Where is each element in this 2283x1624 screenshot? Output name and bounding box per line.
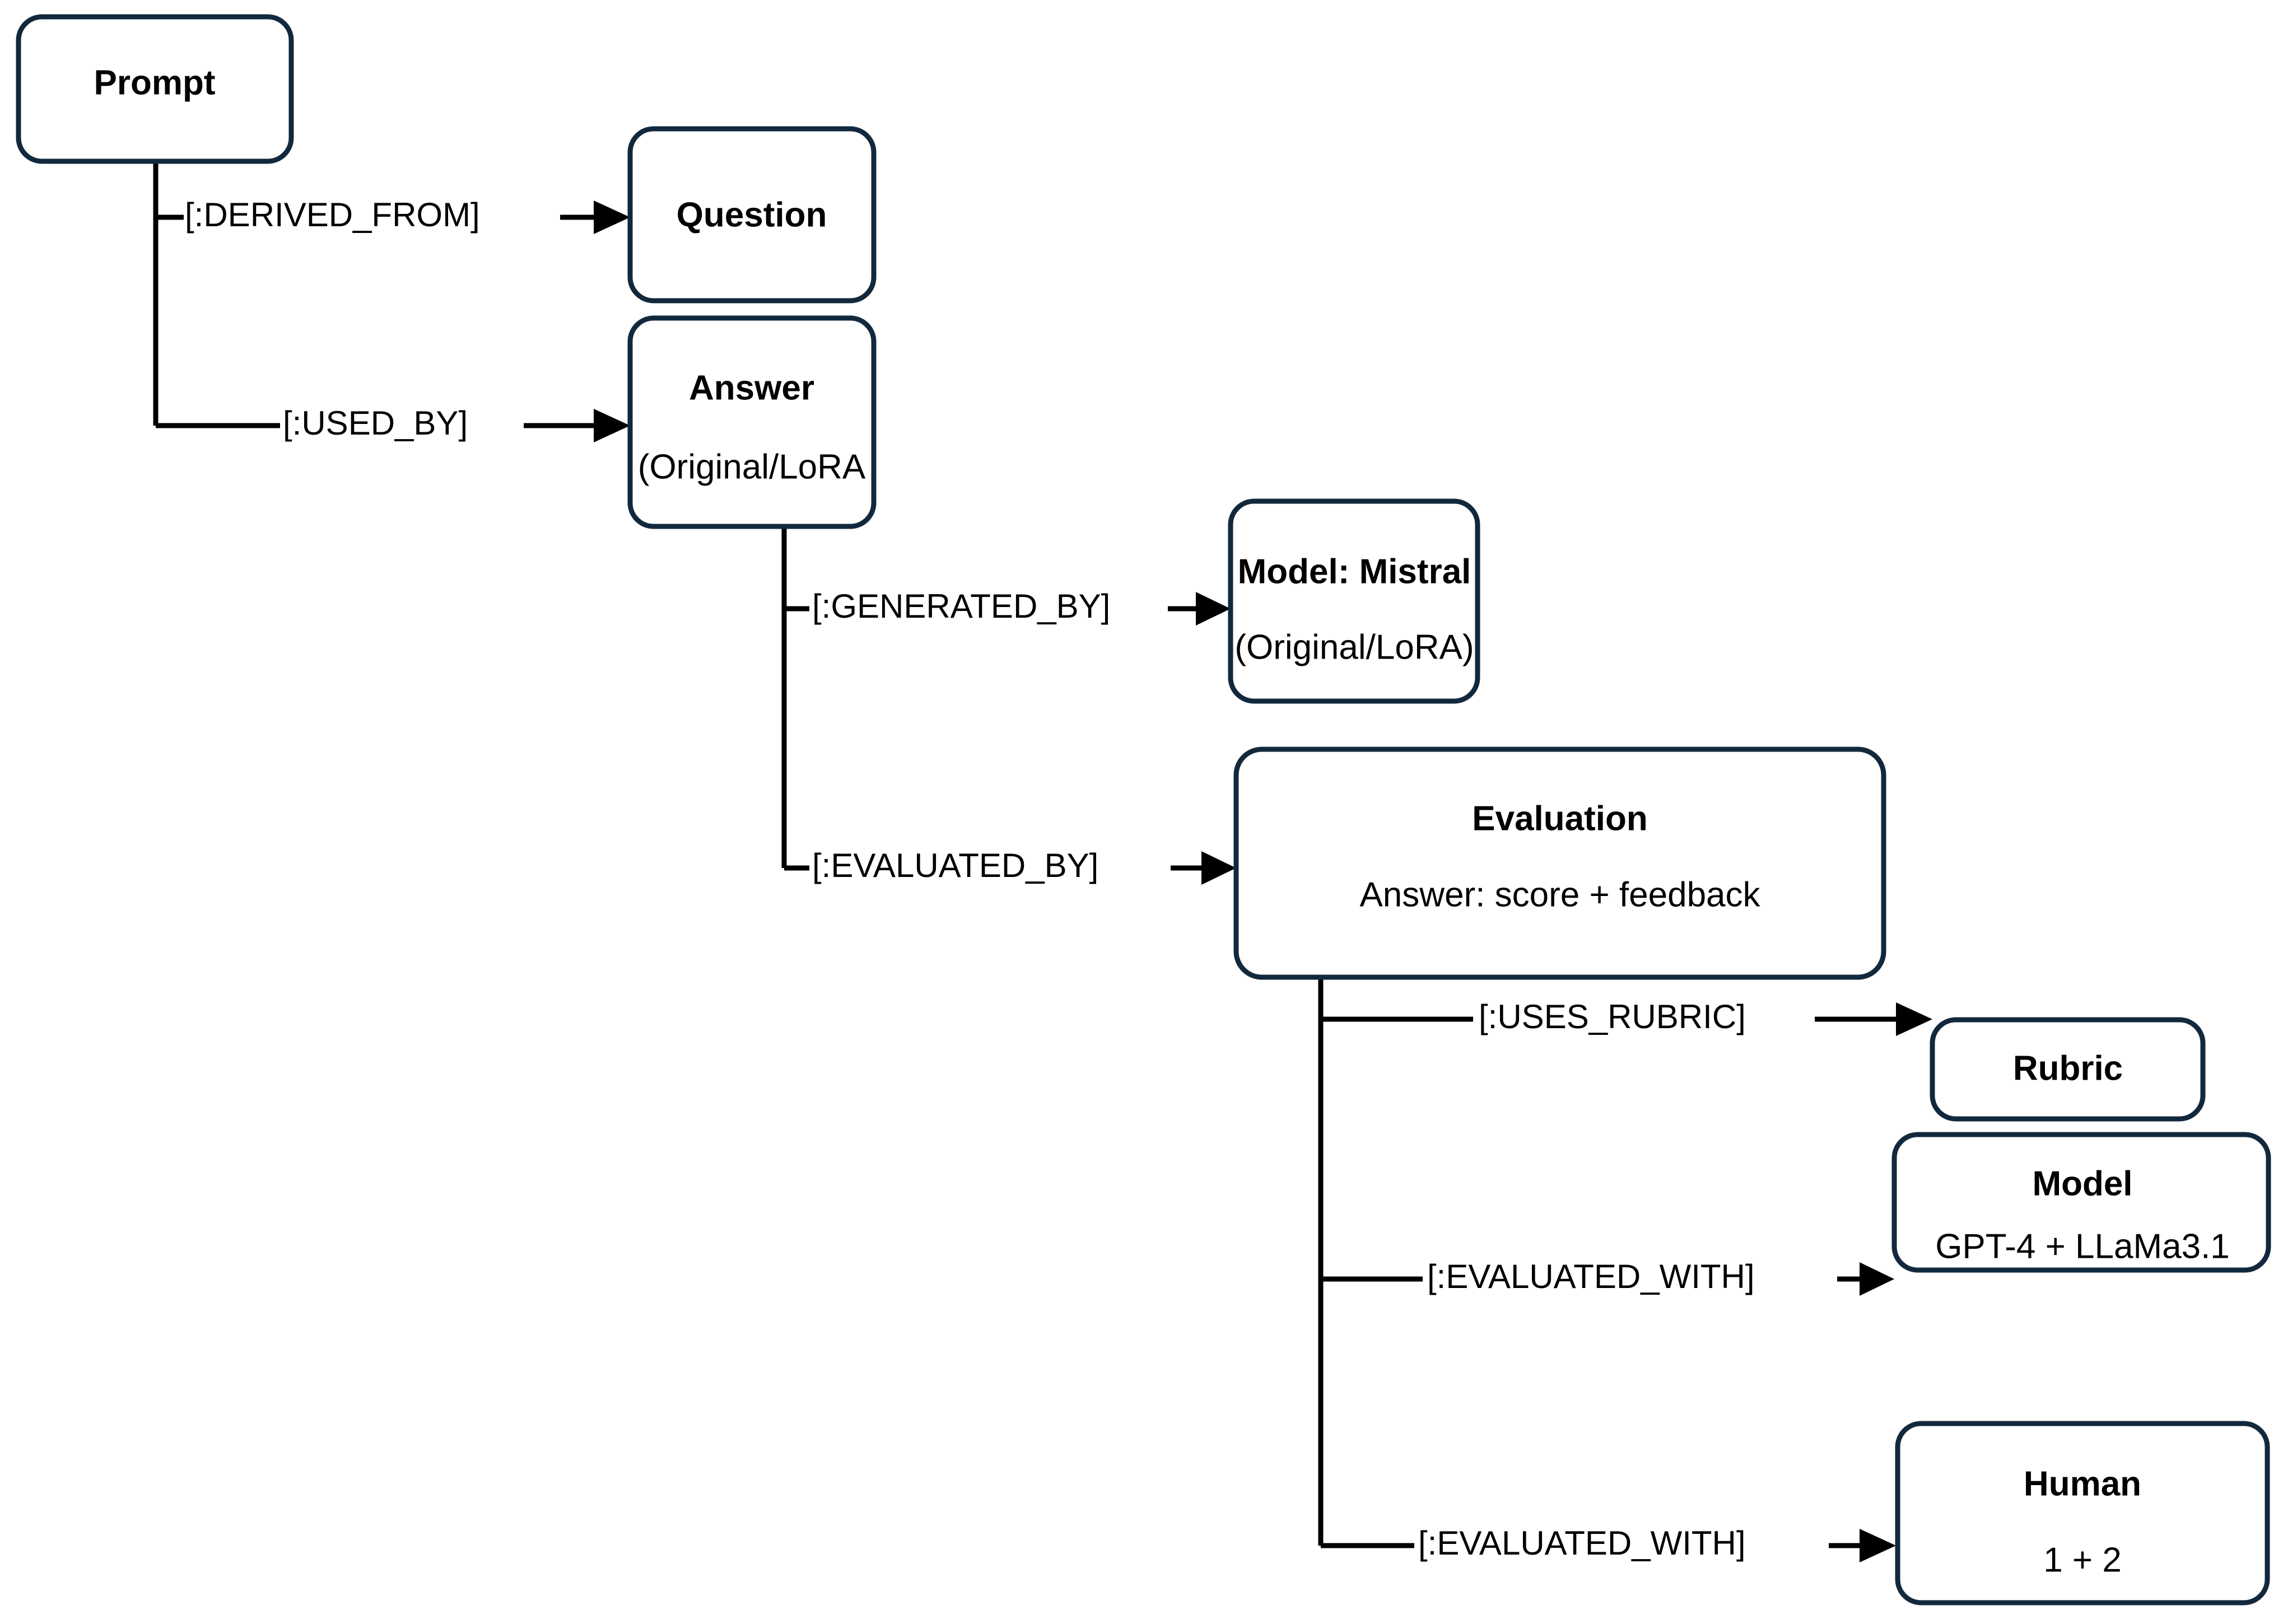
arrowhead-icon (1860, 1262, 1894, 1296)
edge-generated-by (1168, 592, 1231, 626)
node-answer-subtitle: (Original/LoRA (638, 447, 866, 486)
node-prompt-box[interactable] (16, 14, 294, 164)
arrowhead-icon (594, 200, 630, 234)
edge-evaluated-with-human (1829, 1529, 1896, 1562)
node-model-mistral-title: Model: Mistral (1238, 552, 1471, 591)
node-model-judges-title: Model (2032, 1164, 2132, 1203)
node-answer-box[interactable] (627, 315, 877, 529)
edge-evaluation-trunk (1318, 977, 1473, 1548)
node-question[interactable]: Question (627, 126, 877, 304)
node-prompt-title: Prompt (94, 63, 216, 102)
edge-label-evaluated-with-model: [:EVALUATED_WITH] (1427, 1258, 1755, 1295)
node-model-judges-subtitle: GPT-4 + LLaMa3.1 (1935, 1227, 2230, 1266)
node-evaluation-title: Evaluation (1472, 799, 1648, 838)
edge-prompt-trunk (153, 161, 280, 428)
arrowhead-icon (594, 409, 630, 442)
edge-used-by (524, 409, 630, 442)
node-model-mistral[interactable]: Model: Mistral (Original/LoRA) (1228, 498, 1480, 704)
node-human-title: Human (2024, 1464, 2141, 1503)
node-model-mistral-subtitle: (Original/LoRA) (1234, 628, 1474, 666)
node-prompt[interactable]: Prompt (16, 14, 294, 164)
node-human-subtitle: 1 + 2 (2043, 1541, 2122, 1579)
node-model-judges[interactable]: Model GPT-4 + LLaMa3.1 (1891, 1132, 2271, 1273)
node-question-title: Question (677, 195, 827, 234)
node-answer-title: Answer (689, 368, 814, 407)
node-evaluation[interactable]: Evaluation Answer: score + feedback (1233, 746, 1886, 980)
edge-label-evaluated-with-human: [:EVALUATED_WITH] (1418, 1524, 1746, 1562)
node-human[interactable]: Human 1 + 2 (1895, 1421, 2270, 1606)
edge-answer-trunk (781, 526, 809, 871)
node-rubric-title: Rubric (2013, 1049, 2123, 1088)
node-evaluation-box[interactable] (1233, 746, 1886, 980)
edge-label-evaluated-by: [:EVALUATED_BY] (812, 847, 1098, 884)
arrowhead-icon (1201, 851, 1236, 885)
arrowhead-icon (1896, 1002, 1932, 1036)
edge-label-used-by: [:USED_BY] (283, 404, 468, 442)
node-question-box[interactable] (627, 126, 877, 304)
edge-evaluated-by (1171, 851, 1236, 885)
edge-evaluated-with-model (1837, 1262, 1894, 1296)
edge-label-generated-by: [:GENERATED_BY] (812, 587, 1110, 625)
node-answer[interactable]: Answer (Original/LoRA (627, 315, 877, 529)
node-human-box[interactable] (1895, 1421, 2270, 1606)
node-evaluation-subtitle: Answer: score + feedback (1359, 875, 1760, 914)
edge-label-derived-from: [:DERIVED_FROM] (185, 196, 480, 234)
edge-derived-from (560, 200, 630, 234)
arrowhead-icon (1860, 1529, 1896, 1562)
edge-label-uses-rubric: [:USES_RUBRIC] (1479, 998, 1746, 1035)
node-model-judges-box[interactable] (1891, 1132, 2271, 1273)
edge-uses-rubric (1815, 1002, 1932, 1036)
node-rubric[interactable]: Rubric (1930, 1017, 2206, 1122)
arrowhead-icon (1196, 592, 1231, 626)
node-rubric-box[interactable] (1930, 1017, 2206, 1122)
node-model-mistral-box[interactable] (1228, 498, 1480, 704)
